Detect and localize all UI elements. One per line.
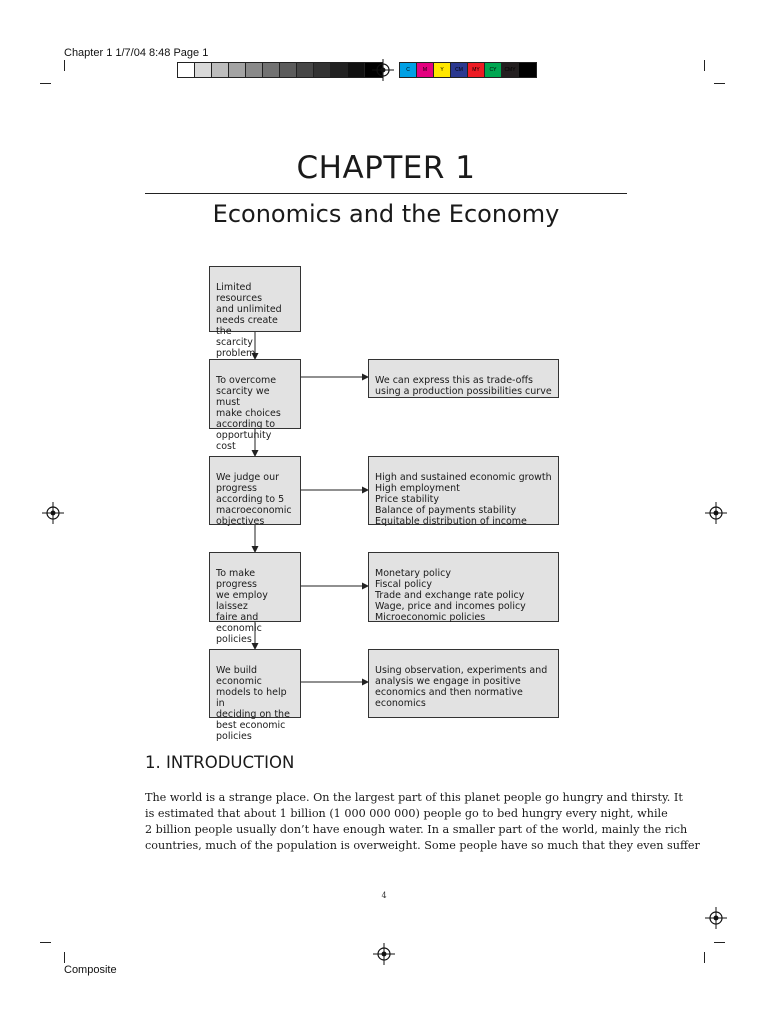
chapter-label: CHAPTER 1	[296, 150, 476, 186]
gray-swatch	[280, 63, 297, 77]
process-swatch: K	[519, 63, 536, 77]
gray-swatch	[331, 63, 348, 77]
process-swatch: Y	[434, 63, 451, 77]
process-swatch: C	[400, 63, 417, 77]
process-swatch: MY	[468, 63, 485, 77]
gray-swatch	[178, 63, 195, 77]
registration-mark-icon	[42, 502, 64, 524]
gray-swatch	[348, 63, 365, 77]
process-swatch: CY	[485, 63, 502, 77]
gray-color-bar	[177, 62, 383, 78]
section-heading: 1. INTRODUCTION	[145, 753, 295, 772]
gray-swatch	[297, 63, 314, 77]
process-swatch: CMY	[502, 63, 519, 77]
title-rule	[145, 193, 627, 194]
print-footer: Composite	[64, 964, 117, 976]
gray-swatch	[314, 63, 331, 77]
print-header: Chapter 1 1/7/04 8:48 Page 1	[64, 47, 209, 59]
page-number: 4	[381, 891, 387, 900]
gray-swatch	[263, 63, 280, 77]
registration-mark-icon	[705, 907, 727, 929]
chapter-title: Economics and the Economy	[212, 200, 560, 228]
body-line: The world is a strange place. On the lar…	[145, 791, 683, 804]
registration-mark-icon	[705, 502, 727, 524]
gray-swatch	[246, 63, 263, 77]
body-paragraph: The world is a strange place. On the lar…	[145, 790, 700, 854]
body-line: is estimated that about 1 billion (1 000…	[145, 807, 668, 820]
process-swatch: CM	[451, 63, 468, 77]
gray-swatch	[212, 63, 229, 77]
gray-swatch	[195, 63, 212, 77]
process-swatch: M	[417, 63, 434, 77]
body-line: 2 billion people usually don’t have enou…	[145, 823, 688, 836]
body-line: countries, much of the population is ove…	[145, 839, 700, 852]
registration-mark-icon	[373, 943, 395, 965]
registration-mark-icon	[372, 59, 394, 81]
gray-swatch	[229, 63, 246, 77]
